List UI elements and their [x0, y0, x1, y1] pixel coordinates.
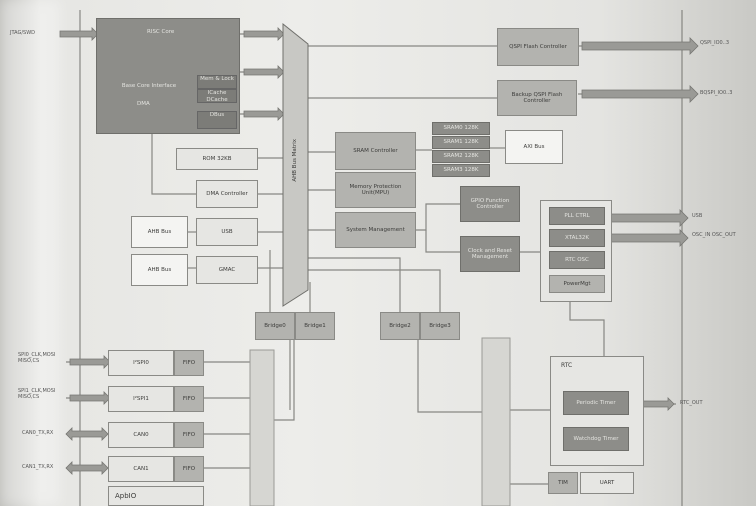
rtc-periodic-timer: Periodic Timer: [563, 391, 629, 415]
bus-arrow: [65, 427, 109, 441]
signal-usb: USB: [692, 213, 703, 219]
rom: ROM 32KB: [176, 148, 258, 170]
ahb-bus-matrix: AHB Bus Matrix: [283, 60, 308, 260]
bus-matrix-shape: [282, 22, 309, 307]
xtal32k: XTAL32K: [549, 229, 605, 247]
can0-fifo: FIFO: [174, 422, 204, 448]
spi1-fifo: FIFO: [174, 386, 204, 412]
bus-arrow: [65, 461, 109, 475]
cpu-title: RISC Core: [147, 29, 175, 35]
sram3: SRAM3 128K: [432, 164, 490, 177]
cpu-cluster: RISC Core Mem & Lock ICache DCache Base …: [96, 18, 240, 134]
signal-spi1: SPI1_CLK,MOSI MISO,CS: [18, 388, 56, 400]
signal-jtag: JTAG/SWD: [10, 30, 35, 36]
wire: [308, 269, 441, 312]
bridge-3: Bridge3: [420, 312, 460, 340]
apb-bus-shape: [249, 349, 275, 506]
gpio-function-controller: GPIO Function Controller: [460, 186, 520, 222]
ahb-bus-label: AHB Bus Matrix: [292, 138, 299, 182]
bus-arrow: [603, 229, 689, 247]
backup-qspi-controller: Backup QSPI Flash Controller: [497, 80, 577, 116]
can1: CAN1: [108, 456, 174, 482]
cpu-sub-cache: ICache DCache: [197, 89, 237, 103]
wire: [417, 340, 482, 413]
qspi-controller: QSPI Flash Controller: [497, 28, 579, 66]
usb-block: USB: [196, 218, 258, 246]
bus-arrow: [603, 209, 689, 227]
signal-bqspi: BQSPI_IO0..3: [700, 90, 733, 96]
cpu-sub-lock: Mem & Lock: [197, 75, 237, 89]
spi0-fifo: FIFO: [174, 350, 204, 376]
bus-arrow: [69, 391, 111, 405]
pll-ctrl: PLL CTRL: [549, 207, 605, 225]
bridge-2: Bridge2: [380, 312, 420, 340]
spi1: I²SPI1: [108, 386, 174, 412]
spi0: I²SPI0: [108, 350, 174, 376]
photo-glare: [0, 0, 60, 506]
bus-arrow: [581, 37, 699, 55]
timer-block: TIM: [548, 472, 578, 494]
uart-block: UART: [580, 472, 634, 494]
wire: [151, 134, 196, 195]
bus-arrow: [243, 27, 285, 41]
sram0: SRAM0 128K: [432, 122, 490, 135]
signal-spi0: SPI0_CLK,MOSI MISO,CS: [18, 352, 56, 364]
axi-bus: AXI Bus: [505, 130, 563, 164]
signal-can0: CAN0_TX,RX: [22, 430, 54, 436]
apb-bus-shape: [481, 337, 511, 506]
signal-can1: CAN1_TX,RX: [22, 464, 54, 470]
clock-reset-management: Clock and Reset Management: [460, 236, 520, 272]
rtc-osc: RTC OSC: [549, 251, 605, 269]
signal-rtc: RTC_OUT: [680, 400, 703, 406]
cpu-sub-interface: Base Core Interface: [121, 83, 177, 89]
signal-osc: OSC_IN OSC_OUT: [692, 232, 736, 238]
can1-fifo: FIFO: [174, 456, 204, 482]
rtc-title: RTC: [561, 362, 573, 369]
clock-group: PLL CTRL XTAL32K RTC OSC PowerMgt: [540, 200, 612, 302]
cpu-sub-dma: DMA: [137, 101, 150, 107]
bus-arrow: [243, 107, 285, 121]
signal-qspi: QSPI_IO0..3: [700, 40, 730, 46]
ahb-bus-2: AHB Bus: [131, 254, 188, 286]
bus-arrow: [581, 85, 699, 103]
apbio-block: ApbIO: [108, 486, 204, 506]
sram-controller: SRAM Controller: [335, 132, 416, 170]
power-management: PowerMgt: [549, 275, 605, 293]
wire: [569, 300, 605, 356]
bridge-0: Bridge0: [255, 312, 295, 340]
sram1: SRAM1 128K: [432, 136, 490, 149]
wire: [416, 203, 460, 231]
can0: CAN0: [108, 422, 174, 448]
sram2: SRAM2 128K: [432, 150, 490, 163]
ahb-bus-1: AHB Bus: [131, 216, 188, 248]
dma-controller: DMA Controller: [196, 180, 258, 208]
system-management: System Management: [335, 212, 416, 248]
cpu-sub-dbus: DBus: [197, 111, 237, 129]
rtc-watchdog: Watchdog Timer: [563, 427, 629, 451]
wire: [425, 230, 460, 253]
memory-protection-unit: Memory Protection Unit(MPU): [335, 172, 416, 208]
bus-arrow: [69, 355, 111, 369]
bridge-1: Bridge1: [295, 312, 335, 340]
wire: [308, 257, 401, 312]
rtc-group: RTC Periodic Timer Watchdog Timer: [550, 356, 644, 466]
gmac-block: GMAC: [196, 256, 258, 284]
bus-arrow: [243, 65, 285, 79]
bus-arrow: [59, 27, 99, 41]
